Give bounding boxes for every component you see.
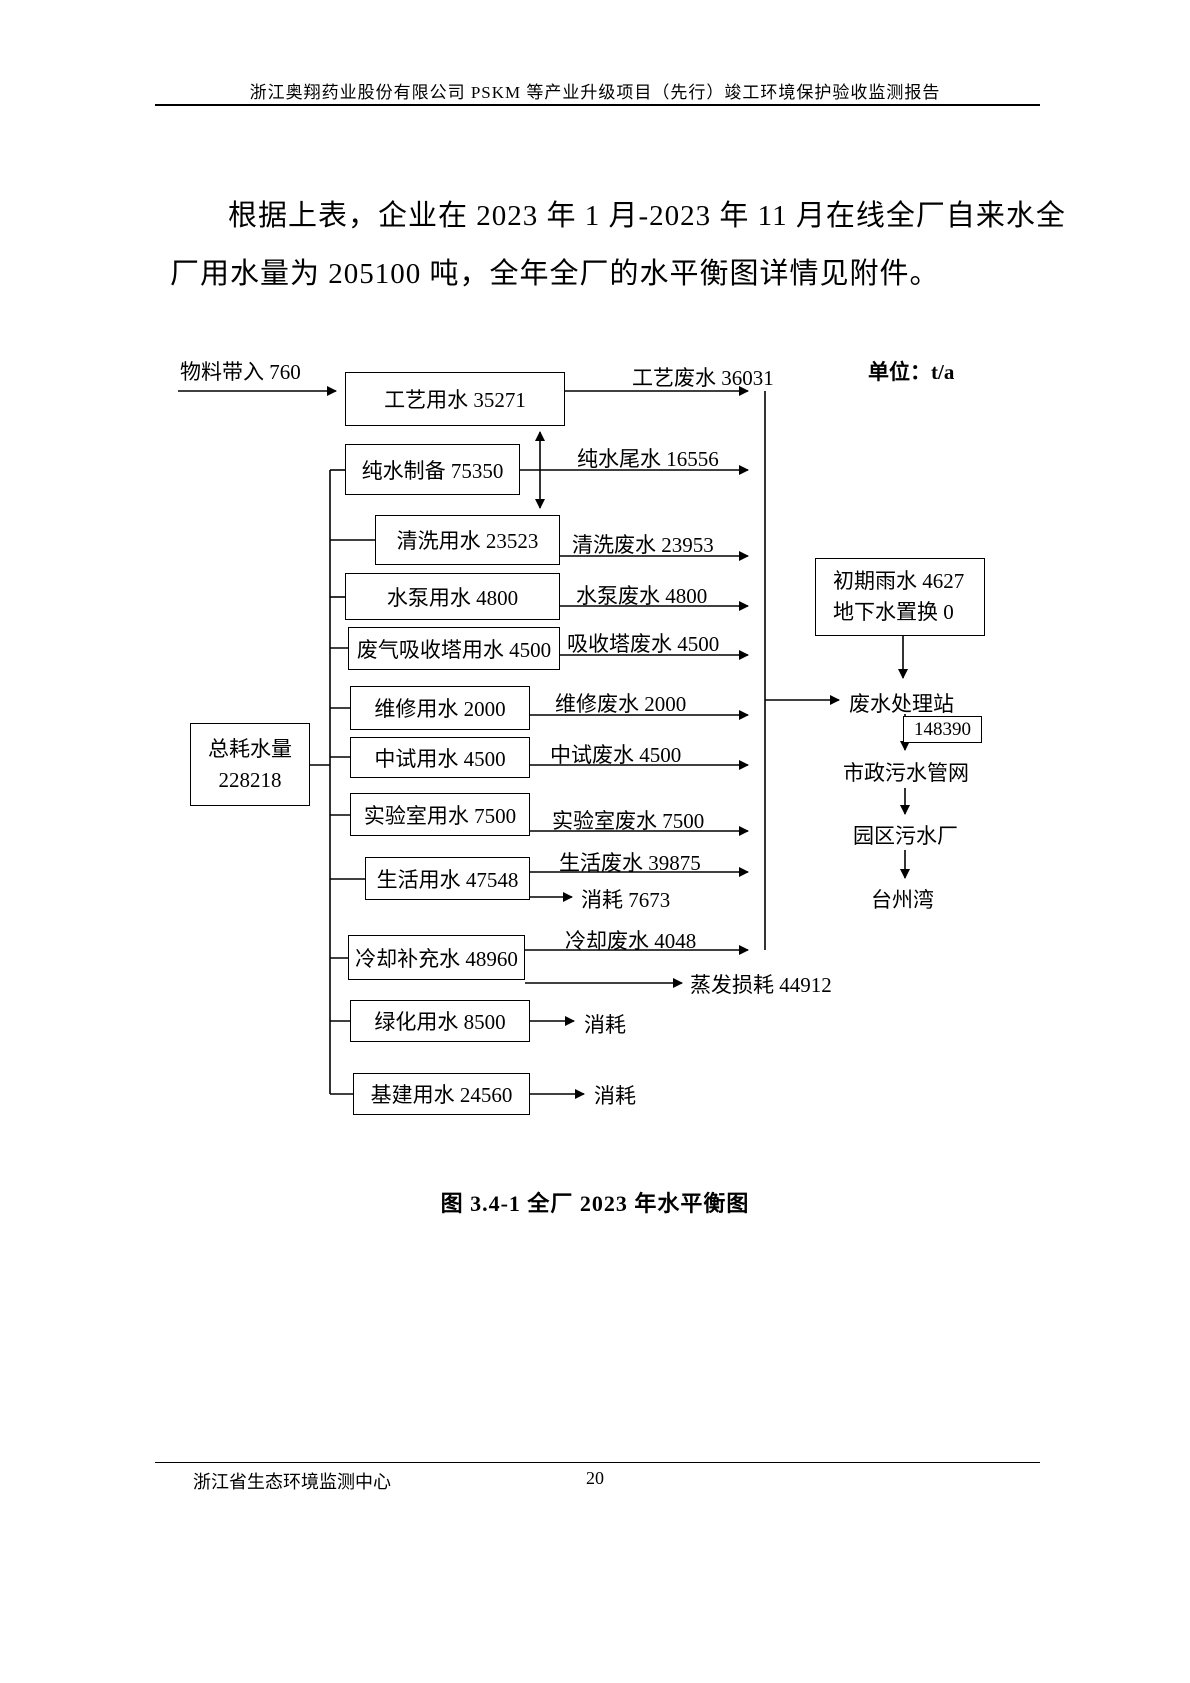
label-material-in: 物料带入 760: [180, 360, 301, 384]
box-gas-absorption-tower-water: 废气吸收塔用水 4500: [348, 627, 560, 670]
label-wastewater-treatment-station: 废水处理站: [849, 692, 954, 716]
box-pure-water-prep: 纯水制备 75350: [345, 444, 520, 495]
treatment-amount-value: 148390: [914, 718, 971, 740]
label-municipal-sewage-network: 市政污水管网: [843, 761, 969, 785]
label-tower-wastewater: 吸收塔废水 4500: [567, 632, 720, 656]
paragraph-line-2: 厂用水量为 205100 吨，全年全厂的水平衡图详情见附件。: [170, 258, 940, 290]
label-domestic-wastewater: 生活废水 39875: [559, 851, 701, 875]
box-pump-water-label: 水泵用水 4800: [386, 585, 519, 610]
box-maintenance-water: 维修用水 2000: [350, 686, 530, 730]
box-gas-absorption-tower-water-label: 废气吸收塔用水 4500: [356, 637, 552, 662]
box-cooling-makeup-water: 冷却补充水 48960: [348, 935, 525, 980]
label-unit: 单位：t/a: [868, 360, 955, 384]
label-park-sewage-plant: 园区污水厂: [853, 824, 958, 848]
box-construction-water: 基建用水 24560: [353, 1073, 530, 1115]
box-greening-water-label: 绿化用水 8500: [374, 1010, 506, 1034]
box-construction-water-label: 基建用水 24560: [370, 1083, 513, 1107]
paragraph-line-1: 根据上表，企业在 2023 年 1 月-2023 年 11 月在线全厂自来水全: [228, 200, 1066, 232]
footer-org-name: 浙江省生态环境监测中心: [193, 1472, 391, 1492]
box-maintenance-water-label: 维修用水 2000: [374, 697, 506, 721]
box-domestic-water: 生活用水 47548: [365, 857, 530, 900]
label-cooling-wastewater: 冷却废水 4048: [565, 929, 697, 953]
total-water-value: 228218: [218, 767, 282, 792]
box-greening-water: 绿化用水 8500: [350, 1000, 530, 1042]
box-cooling-makeup-water-label: 冷却补充水 48960: [355, 946, 518, 971]
label-process-wastewater: 工艺废水 36031: [632, 366, 774, 390]
box-pilot-test-water: 中试用水 4500: [350, 737, 530, 778]
label-pilot-wastewater: 中试废水 4500: [550, 743, 682, 767]
label-pure-tail-water: 纯水尾水 16556: [577, 447, 719, 471]
box-total-water-consumption: 总耗水量 228218: [190, 723, 310, 806]
box-cleaning-water: 清洗用水 23523: [375, 515, 560, 565]
header-title: 浙江奥翔药业股份有限公司 PSKM 等产业升级项目（先行）竣工环境保护验收监测报…: [249, 83, 941, 102]
box-initial-rainwater: 初期雨水 4627 地下水置换 0: [815, 558, 985, 636]
label-evaporation-loss: 蒸发损耗 44912: [690, 973, 832, 997]
label-domestic-consumption: 消耗 7673: [581, 888, 671, 912]
initial-rainwater-line: 初期雨水 4627: [833, 569, 965, 593]
label-taizhou-bay: 台州湾: [871, 888, 934, 912]
label-construction-consumption: 消耗: [594, 1084, 636, 1108]
box-cleaning-water-label: 清洗用水 23523: [396, 529, 539, 553]
total-water-title: 总耗水量: [208, 736, 292, 761]
box-process-water-label: 工艺用水 35271: [384, 388, 526, 412]
footer-page-number: 20: [586, 1468, 604, 1488]
figure-caption: 图 3.4-1 全厂 2023 年水平衡图: [440, 1191, 750, 1216]
groundwater-replacement-line: 地下水置换 0: [833, 600, 954, 624]
box-pure-water-prep-label: 纯水制备 75350: [361, 458, 504, 483]
header-rule: [155, 104, 1040, 106]
box-treatment-amount: 148390: [903, 716, 982, 743]
box-pilot-test-water-label: 中试用水 4500: [374, 746, 506, 771]
label-cleaning-wastewater: 清洗废水 23953: [572, 533, 714, 557]
label-lab-wastewater: 实验室废水 7500: [552, 809, 705, 833]
box-laboratory-water-label: 实验室用水 7500: [363, 803, 517, 828]
label-pump-wastewater: 水泵废水 4800: [576, 584, 708, 608]
box-process-water: 工艺用水 35271: [345, 372, 565, 426]
box-laboratory-water: 实验室用水 7500: [350, 793, 530, 836]
label-greening-consumption: 消耗: [584, 1013, 626, 1037]
box-domestic-water-label: 生活用水 47548: [376, 867, 519, 892]
box-pump-water: 水泵用水 4800: [345, 573, 560, 620]
label-maintenance-wastewater: 维修废水 2000: [555, 692, 687, 716]
footer-rule: [155, 1462, 1040, 1463]
